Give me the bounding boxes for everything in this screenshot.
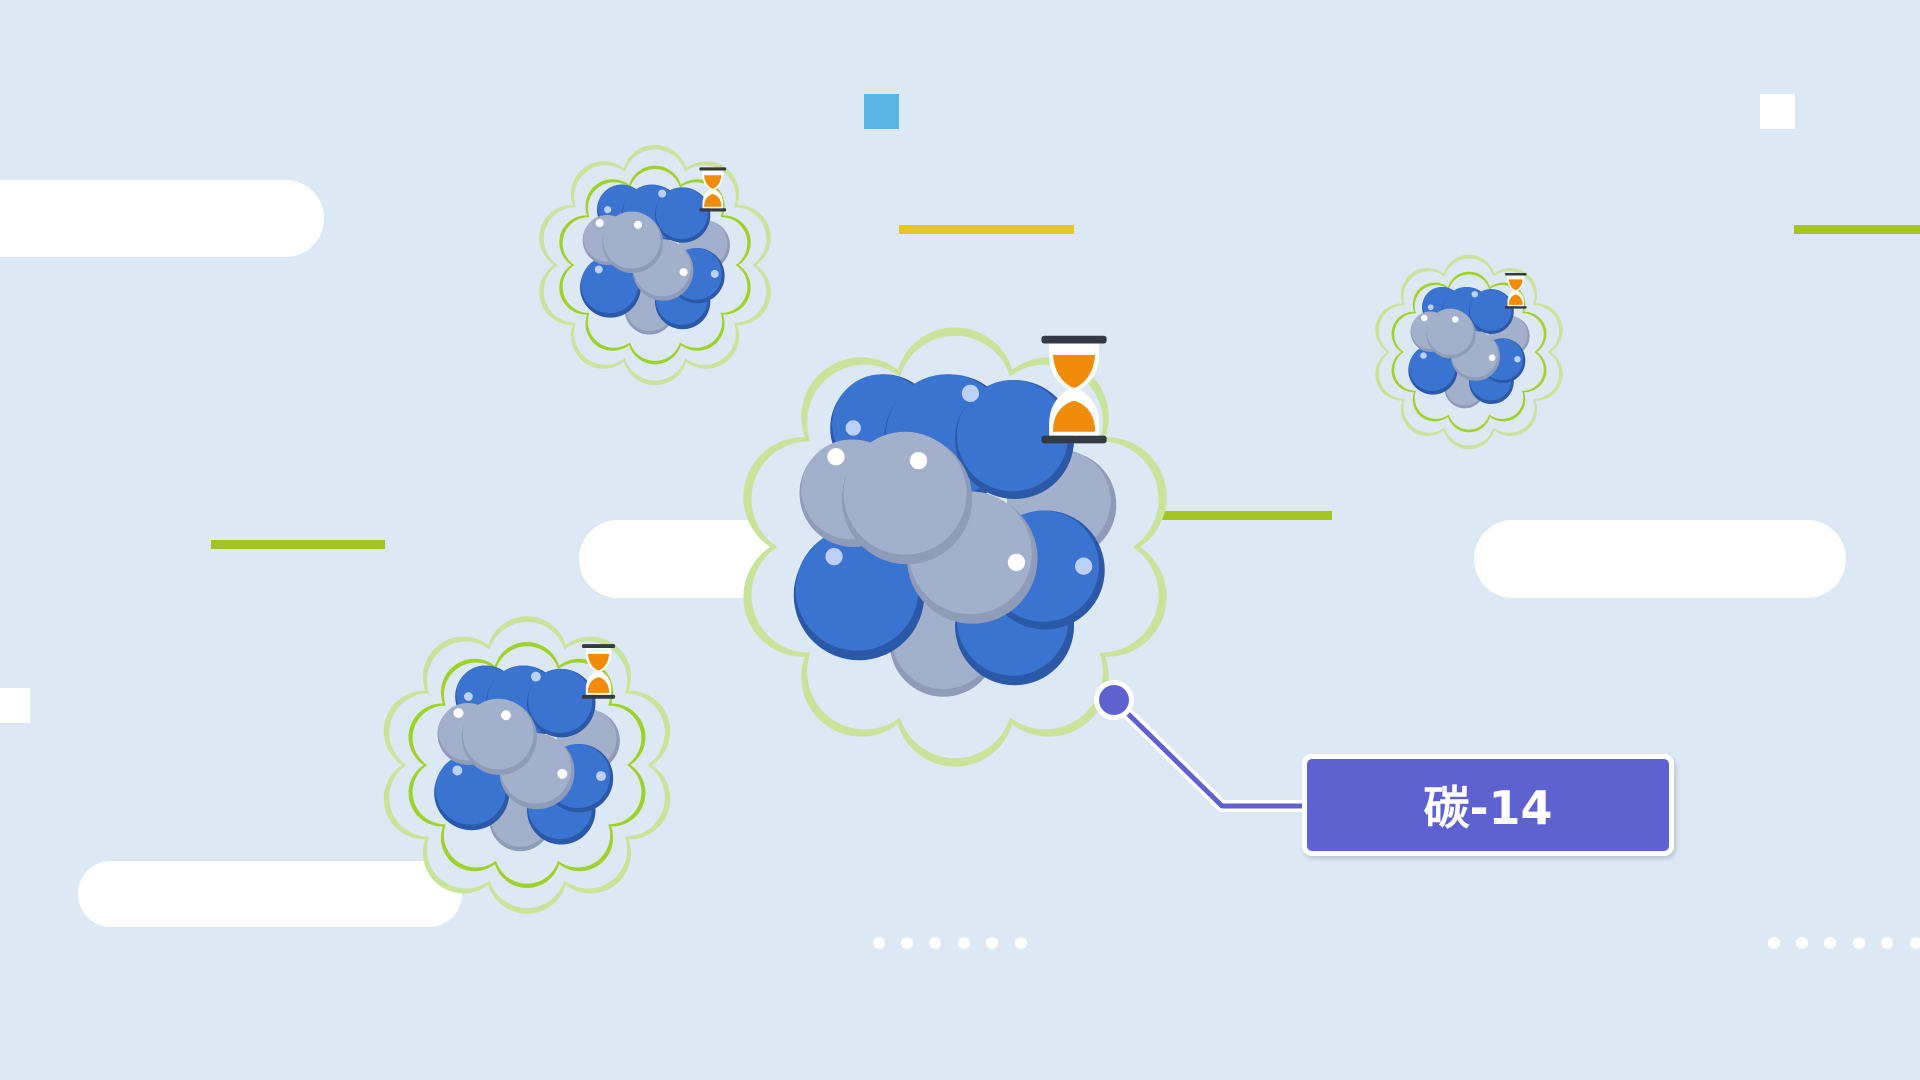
yellow-line	[899, 225, 1074, 234]
cloud-bar	[78, 861, 462, 927]
isotope-label: 碳-14	[1302, 754, 1674, 856]
cloud-bar	[0, 180, 324, 257]
green-line	[1794, 225, 1920, 234]
green-line	[211, 540, 385, 549]
atom-small-top-left	[539, 145, 771, 385]
atom-small-right	[1375, 255, 1562, 449]
white-square	[0, 688, 30, 723]
cloud-bar	[1474, 520, 1846, 598]
isotope-label-text: 碳-14	[1423, 781, 1553, 835]
green-line	[1158, 511, 1332, 520]
blue-square	[864, 94, 899, 129]
label-connector	[1094, 680, 1310, 812]
atom-small-bottom-left	[384, 616, 671, 913]
white-square	[1760, 94, 1795, 129]
